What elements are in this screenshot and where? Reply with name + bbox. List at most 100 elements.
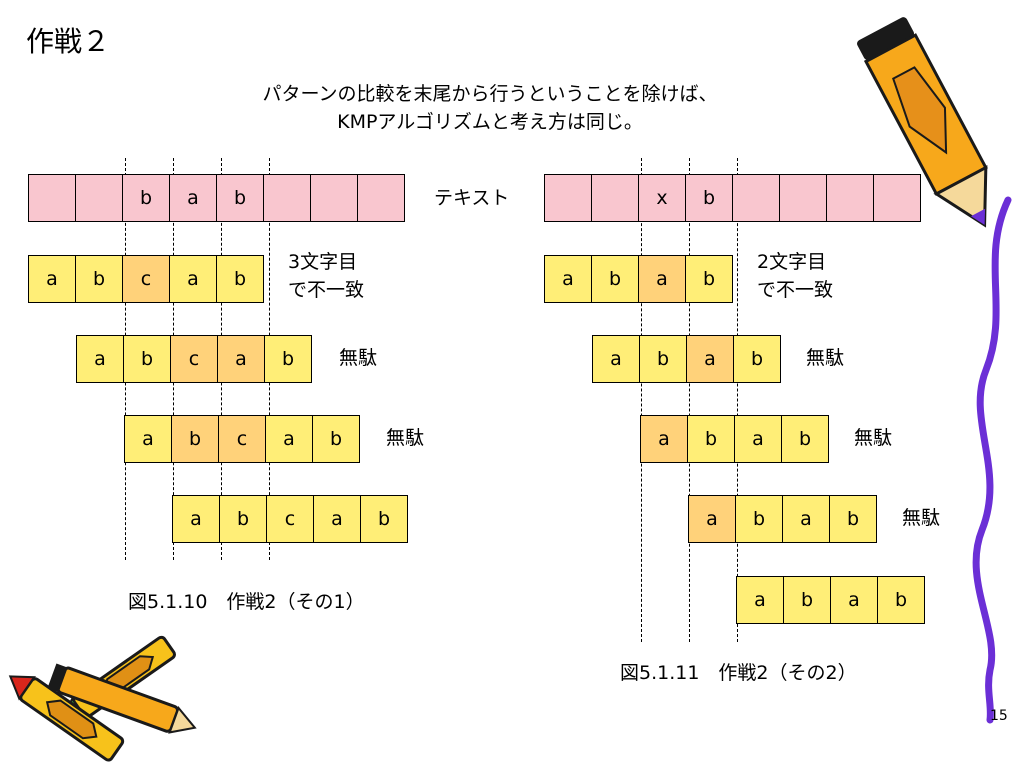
- pattern-cell: a: [28, 255, 76, 303]
- pattern-cell: b: [687, 415, 735, 463]
- row-annotation: 無駄: [854, 427, 893, 449]
- pattern-cell-highlighted: c: [122, 255, 170, 303]
- slide-subtitle: パターンの比較を末尾から行うということを除けば、 KMPアルゴリズムと考え方は同…: [190, 80, 790, 136]
- pattern-cell: a: [265, 415, 313, 463]
- annotation-line-1: 2文字目: [757, 251, 827, 273]
- row-annotation: 無駄: [386, 427, 425, 449]
- pattern-cell-highlighted: a: [640, 415, 688, 463]
- row-annotation: 無駄: [902, 507, 941, 529]
- text-cell: [75, 174, 123, 222]
- pattern-cell: a: [169, 255, 217, 303]
- row-annotation: 無駄: [339, 347, 378, 369]
- wavy-line-path: [972, 196, 1012, 724]
- slide-title: 作戦２: [26, 25, 111, 58]
- text-cell: [28, 174, 76, 222]
- pattern-cell: b: [216, 255, 264, 303]
- text-label: テキスト: [434, 187, 510, 209]
- pattern-cell: a: [76, 335, 124, 383]
- text-row: x b: [544, 174, 921, 222]
- text-cell: b: [216, 174, 264, 222]
- crayon-cap: [47, 663, 68, 693]
- pattern-row: a b a b: [592, 335, 781, 383]
- pattern-cell: a: [172, 495, 220, 543]
- pattern-cell: b: [829, 495, 877, 543]
- pattern-cell: a: [830, 576, 878, 624]
- pattern-row: a b a b: [736, 576, 925, 624]
- pattern-row: a b c a b: [172, 495, 408, 543]
- subtitle-line-1: パターンの比較を末尾から行うということを除けば、: [262, 83, 718, 105]
- pattern-row: a b a b: [688, 495, 877, 543]
- pattern-cell: a: [592, 335, 640, 383]
- dashed-guide-line: [737, 158, 738, 642]
- text-cell: b: [122, 174, 170, 222]
- pattern-cell: a: [734, 415, 782, 463]
- text-cell: [732, 174, 780, 222]
- pattern-cell: c: [266, 495, 314, 543]
- crayon-band: [45, 699, 98, 740]
- annotation-line-2: で不一致: [757, 279, 834, 301]
- text-cell: [357, 174, 405, 222]
- pencil-icon: [857, 17, 988, 228]
- row-annotation: 無駄: [806, 347, 845, 369]
- pattern-cell: b: [735, 495, 783, 543]
- pattern-cell: a: [736, 576, 784, 624]
- pattern-cell: a: [782, 495, 830, 543]
- pattern-cell: b: [591, 255, 639, 303]
- pattern-row: a b c a b: [76, 335, 312, 383]
- pattern-cell: b: [877, 576, 925, 624]
- pattern-cell: b: [264, 335, 312, 383]
- pattern-cell: b: [639, 335, 687, 383]
- text-cell: [263, 174, 311, 222]
- annotation-line-2: で不一致: [288, 279, 365, 301]
- pattern-cell-highlighted: a: [638, 255, 686, 303]
- pattern-cell: a: [124, 415, 172, 463]
- pattern-cell: b: [781, 415, 829, 463]
- pattern-row: a b c a b: [124, 415, 360, 463]
- text-row: b a b: [28, 174, 405, 222]
- text-cell: x: [638, 174, 686, 222]
- pattern-cell: a: [544, 255, 592, 303]
- text-cell: [591, 174, 639, 222]
- crayon-tip: [168, 705, 197, 734]
- figure-caption: 図5.1.10 作戦2（その1）: [128, 591, 365, 613]
- text-cell: a: [169, 174, 217, 222]
- text-cell: [544, 174, 592, 222]
- pattern-cell: b: [783, 576, 831, 624]
- text-cell: [310, 174, 358, 222]
- text-cell: [873, 174, 921, 222]
- pattern-cell-highlighted: a: [688, 495, 736, 543]
- crayons-icon: [8, 635, 197, 762]
- pencil-lead: [970, 208, 986, 225]
- dashed-guide-line: [641, 158, 642, 642]
- text-cell: [779, 174, 827, 222]
- pattern-cell: b: [685, 255, 733, 303]
- text-cell: b: [685, 174, 733, 222]
- pattern-cell-highlighted: a: [217, 335, 265, 383]
- pencil-tip: [933, 165, 988, 228]
- pattern-cell: b: [219, 495, 267, 543]
- pattern-cell-highlighted: b: [171, 415, 219, 463]
- pattern-cell: b: [75, 255, 123, 303]
- pattern-cell: b: [360, 495, 408, 543]
- page-number: 15: [990, 708, 1008, 724]
- pattern-cell: b: [123, 335, 171, 383]
- pattern-row: a b a b: [640, 415, 829, 463]
- pattern-row: a b c a b: [28, 255, 264, 303]
- row-annotation: 2文字目 で不一致: [757, 248, 833, 304]
- pencil-pattern: [892, 66, 948, 155]
- pattern-cell-highlighted: c: [218, 415, 266, 463]
- wavy-line-decoration: [972, 196, 1012, 724]
- pattern-row: a b a b: [544, 255, 733, 303]
- crayon-tip: [8, 675, 36, 701]
- dashed-guide-line: [689, 158, 690, 642]
- pattern-cell: b: [312, 415, 360, 463]
- annotation-line-1: 3文字目: [288, 251, 358, 273]
- pencil-eraser-cap: [857, 17, 914, 61]
- pattern-cell-highlighted: a: [686, 335, 734, 383]
- figure-caption: 図5.1.11 作戦2（その2）: [620, 662, 857, 684]
- row-annotation: 3文字目 で不一致: [288, 248, 364, 304]
- subtitle-line-2: KMPアルゴリズムと考え方は同じ。: [337, 111, 643, 133]
- text-cell: [826, 174, 874, 222]
- pattern-cell-highlighted: c: [170, 335, 218, 383]
